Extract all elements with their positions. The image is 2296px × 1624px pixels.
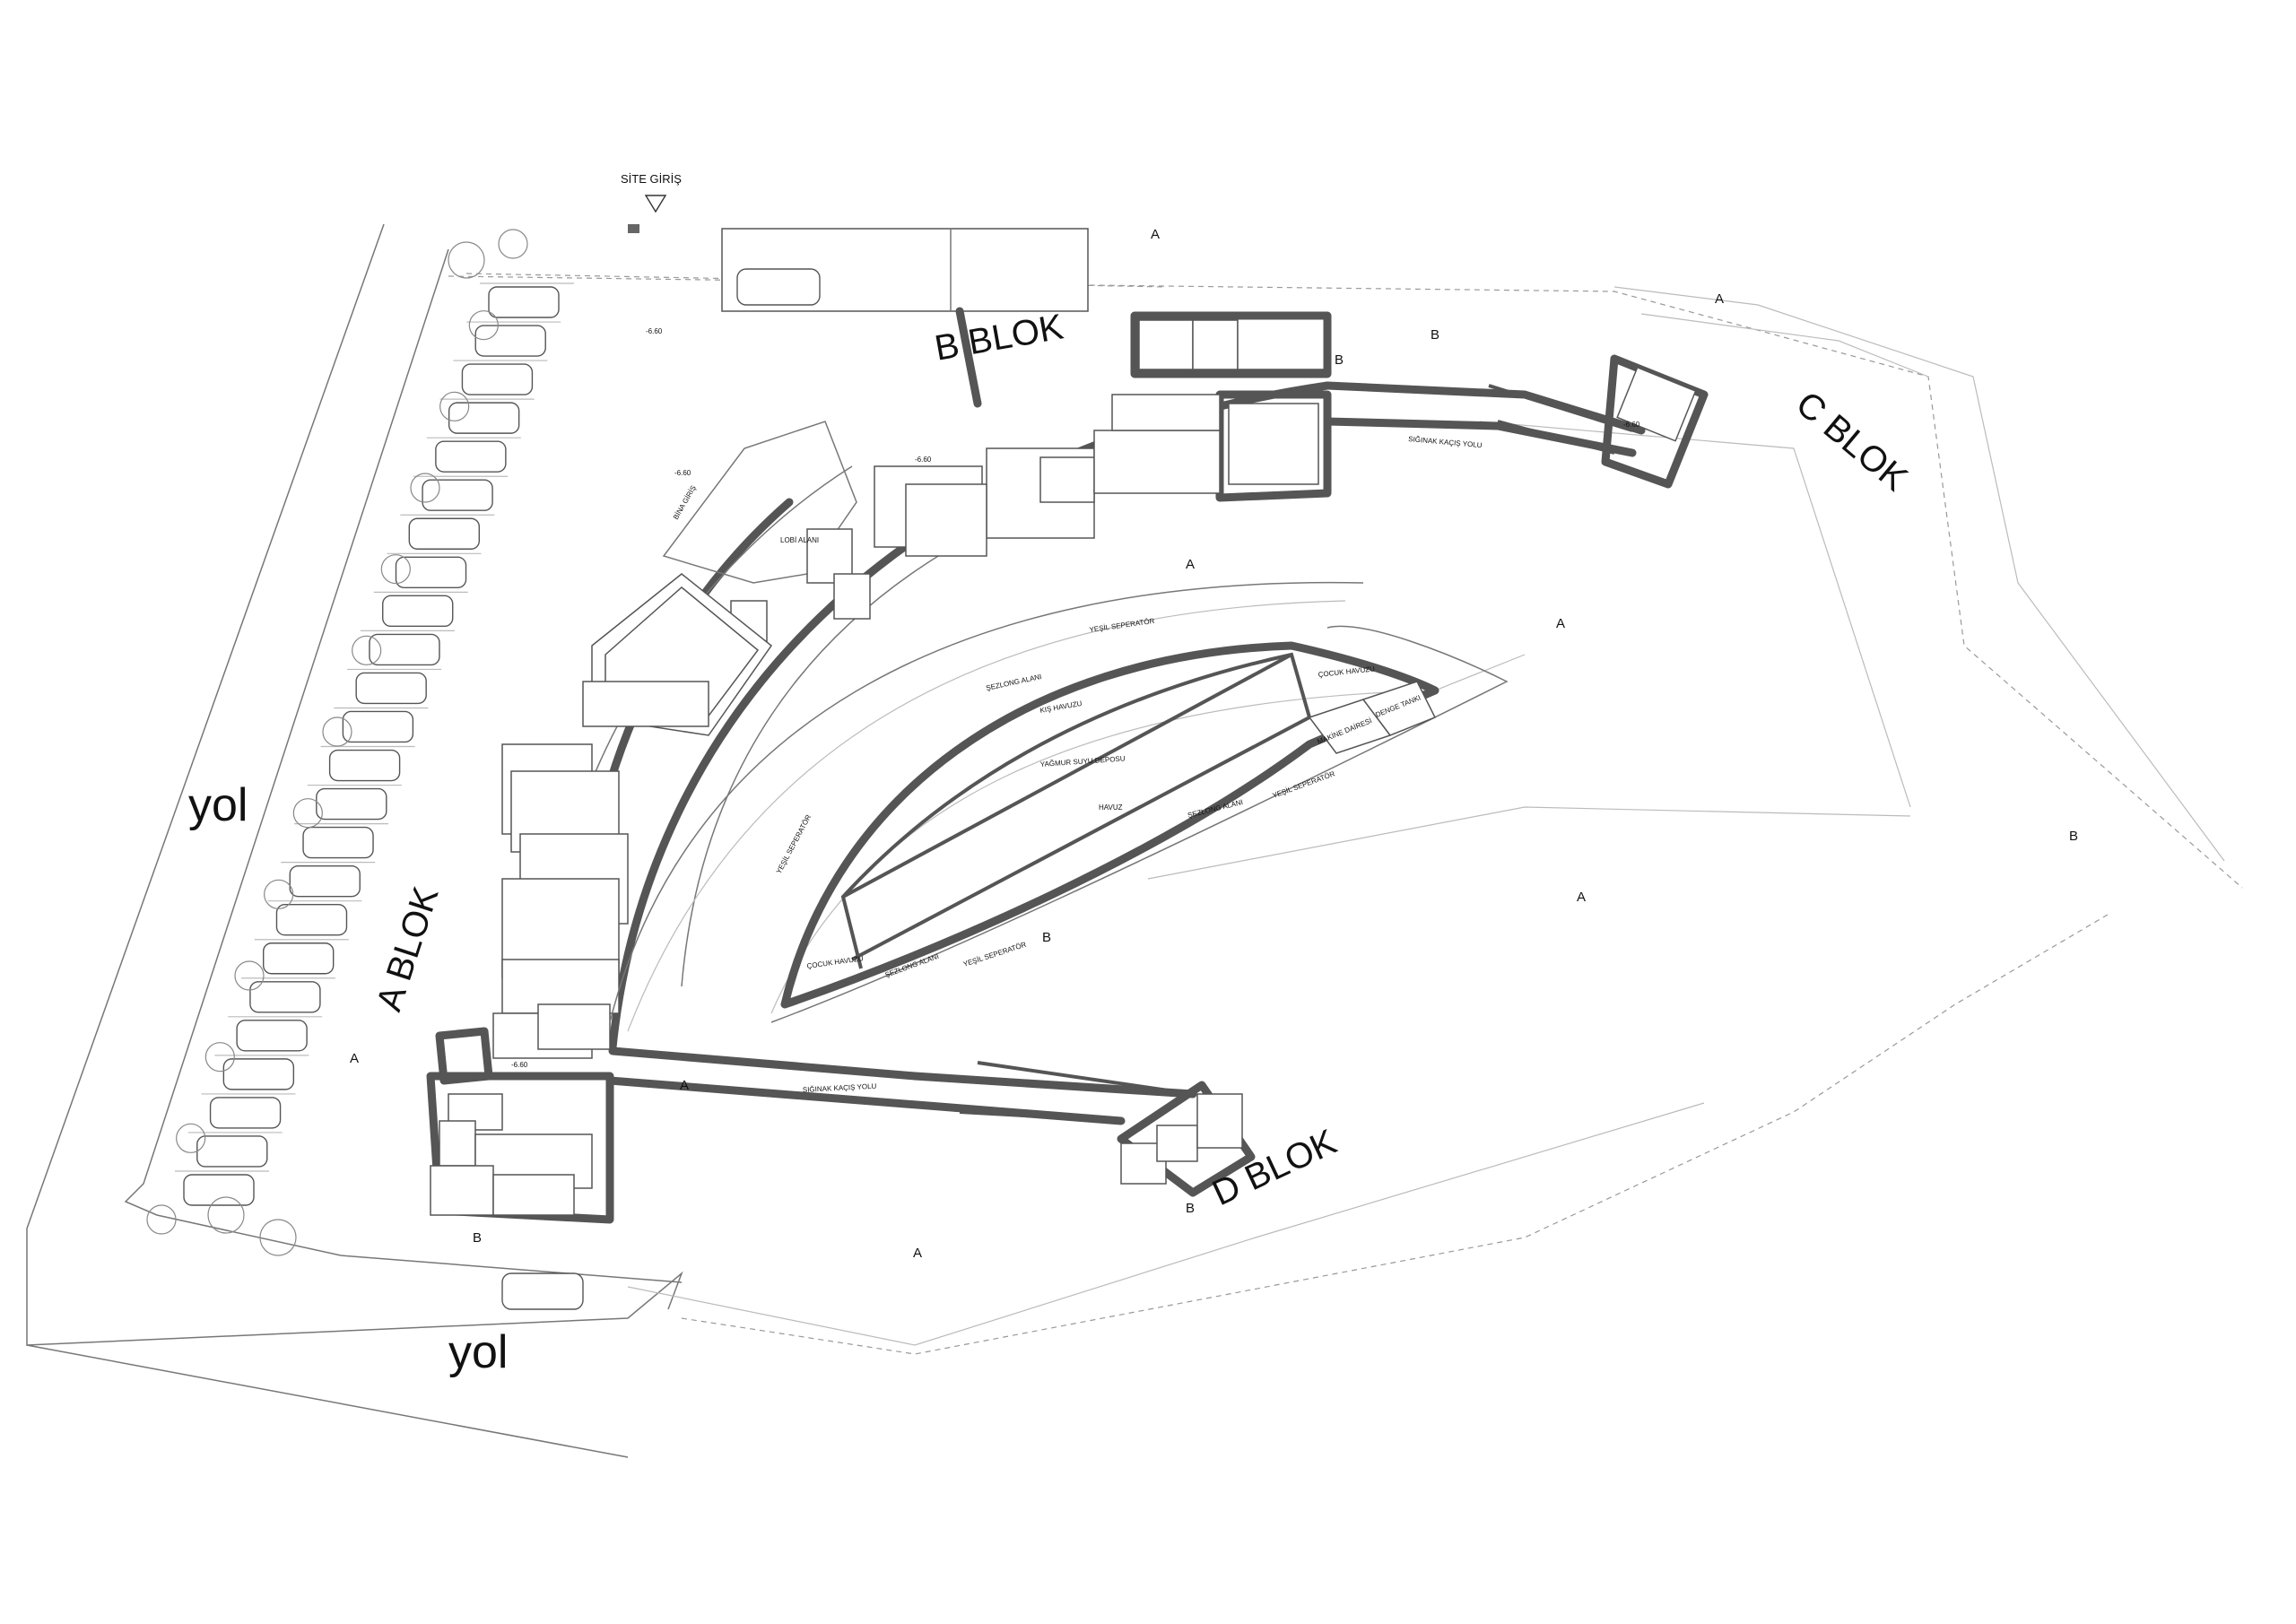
parked-car-icon <box>474 325 546 357</box>
entrance-parking <box>628 224 1089 312</box>
parked-car-icon <box>355 672 427 705</box>
road-label-bottom: yol <box>448 1326 508 1378</box>
car-icon <box>501 1272 584 1310</box>
tree-icon <box>234 960 265 991</box>
parked-car-icon <box>262 942 335 975</box>
parked-car-icon <box>448 402 520 434</box>
parked-car-icon <box>275 903 348 936</box>
site-entrance-label: SİTE GİRİŞ <box>621 172 682 186</box>
a-blok-label: A BLOK <box>370 882 447 1016</box>
zone-marker: A <box>1186 557 1195 572</box>
tree-icon <box>352 635 382 665</box>
tree-icon <box>146 1204 177 1235</box>
site-boundary <box>26 223 2243 1458</box>
tree-icon <box>264 879 294 909</box>
zone-marker: B <box>1186 1201 1195 1216</box>
parked-car-icon <box>236 1020 308 1052</box>
pool-label: HAVUZ <box>1099 803 1123 812</box>
sunbed-area-label-1: ŞEZLONG ALANI <box>986 673 1043 692</box>
zone-marker: A <box>1577 890 1586 905</box>
tree-icon <box>204 1042 235 1073</box>
tree-icon <box>410 473 440 503</box>
level-marker-2: -6.60 <box>674 469 691 477</box>
level-marker-5: -6.60 <box>511 1061 528 1069</box>
parked-car-icon <box>183 1174 255 1206</box>
parked-car-icon <box>289 864 361 898</box>
tree-icon <box>292 798 323 829</box>
zone-marker: A <box>350 1051 359 1066</box>
zone-marker: A <box>680 1078 689 1093</box>
parked-car-icon <box>435 440 507 473</box>
tree-row <box>146 229 528 1256</box>
parked-car-icon <box>316 787 387 821</box>
parked-car-icon <box>369 633 440 666</box>
parked-car-icon <box>461 363 534 395</box>
zone-marker: B <box>1335 352 1344 368</box>
parked-car-icon <box>395 556 467 589</box>
green-separator-label-1: YEŞİL SEPERATÖR <box>1089 617 1155 634</box>
green-separator-label-2: YEŞİL SEPERATÖR <box>1272 769 1336 800</box>
tree-icon <box>439 391 470 421</box>
parked-car-icon <box>209 1097 282 1129</box>
parking-row <box>175 282 574 1206</box>
green-separator-label-4: YEŞİL SEPERATÖR <box>962 941 1028 968</box>
parked-car-icon <box>328 749 401 782</box>
zone-marker: A <box>1556 616 1565 631</box>
zone-marker: A <box>913 1246 922 1261</box>
c-blok-label: C BLOK <box>1788 384 1915 499</box>
parked-car-icon <box>342 710 414 743</box>
tree-icon <box>498 229 528 259</box>
zone-marker: A <box>1151 227 1160 242</box>
road-label-left: yol <box>188 779 248 831</box>
green-separator-label-3: YEŞİL SEPERATÖR <box>775 813 813 875</box>
level-marker-3: -6.60 <box>915 456 932 464</box>
parked-car-icon <box>249 981 321 1013</box>
shelter-exit-label-bottom: SIĞINAK KAÇIŞ YOLU <box>803 1082 877 1094</box>
lobby-label: LOBİ ALANI <box>780 536 819 544</box>
zone-marker: B <box>1431 327 1439 343</box>
parked-car-icon <box>382 595 454 628</box>
pool-area <box>609 581 1526 1032</box>
level-marker-4: -6.60 <box>1623 421 1640 429</box>
parked-car-icon <box>196 1135 268 1168</box>
zone-marker: B <box>2069 829 2078 844</box>
tree-icon <box>259 1219 297 1256</box>
tree-icon <box>207 1196 245 1234</box>
entrance-arrow-icon <box>644 195 667 213</box>
tree-icon <box>448 241 485 279</box>
parked-car-icon <box>488 286 560 318</box>
level-marker-1: -6.60 <box>646 327 663 335</box>
tree-icon <box>176 1123 206 1153</box>
tree-icon <box>380 554 411 585</box>
zone-marker: A <box>1715 291 1724 307</box>
shelter-exit-label-top: SIĞINAK KAÇIŞ YOLU <box>1408 435 1483 449</box>
parked-car-icon <box>222 1058 295 1090</box>
sunbed-area-label-2: ŞEZLONG ALANI <box>1187 798 1243 820</box>
zone-marker: B <box>1042 930 1051 945</box>
tree-icon <box>322 716 352 747</box>
kids-pool-label-top: ÇOCUK HAVUZU <box>1318 664 1375 679</box>
kids-pool-label-bottom: ÇOCUK HAVUZU <box>806 954 864 970</box>
main-building <box>426 307 1709 1224</box>
zone-marker: B <box>473 1230 482 1246</box>
parked-car-icon <box>408 517 481 550</box>
tree-icon <box>468 310 499 341</box>
parked-car-icon <box>302 826 374 859</box>
b-blok-label: B BLOK <box>932 307 1066 368</box>
parked-car-icon <box>422 479 493 511</box>
